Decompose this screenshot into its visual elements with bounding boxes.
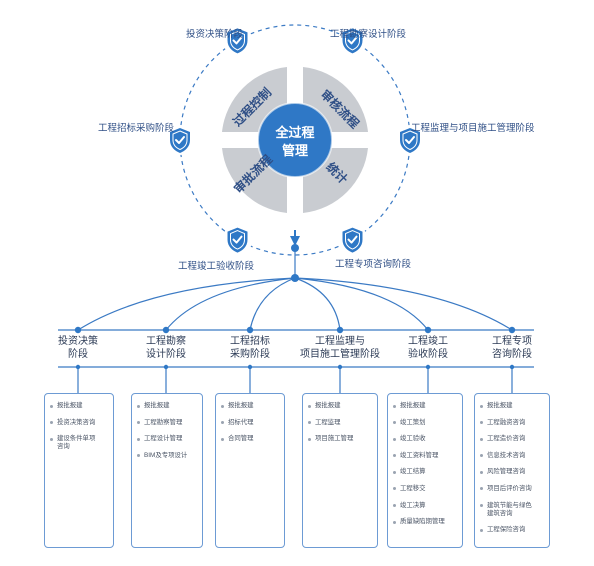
list-item: 报批报建 [479,402,546,410]
shield-check-icon [222,25,253,56]
list-item: 竣工资料管理 [392,452,459,460]
stage-label-survey-design: 工程勘察设计阶段 [330,29,407,40]
list-item: 投资决策咨询 [49,419,110,427]
shield-check-icon [165,125,195,155]
stage-label-bidding: 工程招标采购阶段 [98,123,175,134]
list-item: 报批报建 [220,402,281,410]
shield-check-icon [395,125,425,155]
list-item: BIM及专项设计 [136,452,199,460]
list-item: 建筑节能与绿色 建筑咨询 [479,502,546,518]
list-item: 建设条件单项 咨询 [49,435,110,451]
list-item: 质量缺陷期管理 [392,518,459,526]
list-item: 报批报建 [49,402,110,410]
segment-top-right [303,67,368,132]
list-item: 工程造价咨询 [479,435,546,443]
list-item: 工程保险咨询 [479,526,546,534]
list-item: 报批报建 [136,402,199,410]
column-title: 工程勘察 设计阶段 [146,336,186,360]
column-title: 工程专项 咨询阶段 [492,336,532,360]
shield-check-icon [222,224,253,255]
center-title-line1: 全过程 [274,125,314,140]
shield-check-icon [337,224,368,255]
list-item: 工程勘察管理 [136,419,199,427]
center-circle [258,103,332,177]
segment-bottom-left [222,148,287,213]
segment-bottom-right [303,148,368,213]
list-item: 竣工结算 [392,468,459,476]
list-item: 合同管理 [220,435,281,443]
list-item: 招标代理 [220,419,281,427]
list-item: 风险管理咨询 [479,468,546,476]
list-item: 信息技术咨询 [479,452,546,460]
stage-label-supervision: 工程监理与项目施工管理阶段 [411,123,535,134]
column-box-supervision: 报批报建工程监理项目施工管理 [302,393,378,548]
stage-label-completion: 工程竣工验收阶段 [178,261,255,272]
column-title: 工程监理与 项目施工管理阶段 [300,336,380,360]
list-item: 竣工验收 [392,435,459,443]
column-title: 工程竣工 验收阶段 [408,336,448,360]
column-box-investment: 报批报建投资决策咨询建设条件单项 咨询 [44,393,114,548]
list-item: 工程融资咨询 [479,419,546,427]
list-item: 工程监理 [307,419,374,427]
column-box-survey-design: 报批报建工程勘察管理工程设计管理 BIM及专项设计 [131,393,203,548]
segment-top-left [222,67,287,132]
list-item: 报批报建 [392,402,459,410]
column-title: 工程招标 采购阶段 [230,336,270,360]
list-item: 竣工决算 [392,502,459,510]
stage-label-investment: 投资决策阶段 [186,29,244,40]
tree-dots [74,244,516,370]
tree-connectors [58,248,534,393]
shield-check-icon [337,25,368,56]
center-title-line2: 管理 [282,143,308,158]
list-item: 竣工策划 [392,419,459,427]
list-item: 工程设计管理 [136,435,199,443]
list-item: 工程移交 [392,485,459,493]
list-item: 项目施工管理 [307,435,374,443]
column-box-bidding: 报批报建招标代理合同管理 [215,393,285,548]
column-box-completion: 报批报建竣工策划竣工验收竣工资料管理竣工结算工程移交竣工决算质量缺陷期管理 [387,393,463,548]
list-item: 报批报建 [307,402,374,410]
column-title: 投资决策 阶段 [58,336,98,360]
stage-label-special-consulting: 工程专项咨询阶段 [335,259,412,270]
column-box-special-consulting: 报批报建工程融资咨询工程造价咨询信息技术咨询风险管理咨询项目后评价咨询建筑节能与… [474,393,550,548]
list-item: 项目后评价咨询 [479,485,546,493]
